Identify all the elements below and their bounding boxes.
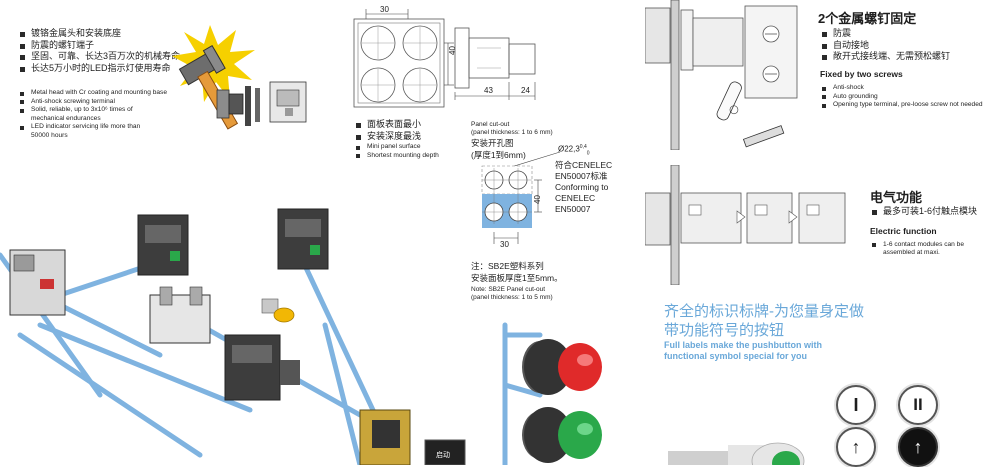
- label-tag-text: 启动: [436, 452, 450, 459]
- labels-zh-1: 齐全的标识标牌-为您量身定做: [664, 303, 864, 320]
- cutout-zh-title-2: (厚度1到6mm): [471, 150, 526, 160]
- symbol-button-i: I: [836, 385, 876, 425]
- screw-title: 2个金属螺钉固定: [818, 11, 917, 26]
- green-button-side-view: [668, 442, 805, 465]
- cutout-zh-title: 安装开孔图 (厚度1到6mm): [471, 137, 526, 161]
- cutout-zh-title-1: 安装开孔图: [471, 138, 514, 148]
- electric-title: 电气功能: [870, 190, 923, 205]
- labels-zh-2: 带功能符号的按钮: [664, 322, 785, 339]
- symbol-button-ii: II: [898, 385, 938, 425]
- cutout-diameter: Ø22,30,40: [558, 144, 590, 156]
- cutout-dim-width: 30: [500, 240, 509, 249]
- panel-cutout-drawing: [481, 151, 561, 244]
- cert-line-2: EN50007标准: [555, 171, 608, 181]
- dim-feature-zh-1: 面板表面最小: [354, 119, 484, 131]
- feature-en-2: Anti-shock screwing terminal: [18, 98, 193, 107]
- feature-zh-3: 坚固、可靠、长达3百万次的机械寿命: [18, 51, 218, 63]
- feature-en-4: LED indicator servicing life more than: [18, 123, 193, 132]
- feature-en-3: Solid, reliable, up to 3x10⁶ times of: [18, 106, 193, 115]
- electric-feature-list: 最多可装1-6付触点模块 Electric function 1-6 conta…: [870, 206, 995, 258]
- front-dimension-drawing: [353, 9, 454, 108]
- screw-fixing-drawing: [645, 0, 798, 150]
- cert-line-1: 符合CENELEC: [555, 160, 613, 170]
- electric-en-1b: assembled at maxi.: [883, 249, 940, 257]
- screw-en-1: Anti-shock: [820, 84, 995, 93]
- cutout-note-zh: 注：SB2E塑料系列 安装面板厚度1至5mm。: [471, 260, 563, 284]
- feature-zh-4: 长达5万小时的LED指示灯使用寿命: [18, 63, 218, 75]
- note-zh-1: 注：SB2E塑料系列: [471, 261, 544, 271]
- screw-zh-2: 自动接地: [820, 40, 995, 52]
- screw-en-title: Fixed by two screws: [820, 69, 903, 80]
- screw-en-2: Auto grounding: [820, 93, 995, 102]
- cutout-en-title-1: Panel cut-out: [471, 121, 510, 128]
- labels-title-en: Full labels make the pushbutton with fun…: [664, 340, 822, 362]
- dim-feature-en-1: Mini panel surface: [354, 143, 484, 152]
- cutout-diameter-value: Ø22,3: [558, 144, 580, 154]
- cutout-cert: 符合CENELEC EN50007标准 Conforming to CENELE…: [555, 160, 612, 215]
- feature-zh-2: 防震的螺钉端子: [18, 40, 218, 52]
- cert-line-4: CENELEC: [555, 193, 596, 203]
- feature-en-4b: 50000 hours: [31, 131, 68, 139]
- feature-list-zh: 镀铬金属头和安装底座 防震的螺钉端子 坚固、可靠、长达3百万次的机械寿命 长达5…: [18, 28, 218, 75]
- dim-feature-zh-2: 安装深度最浅: [354, 131, 484, 143]
- cutout-diameter-tol: 0,4: [579, 144, 587, 150]
- cutout-diameter-tol-low: 0: [586, 150, 590, 157]
- symbol-button-arrow-up-dark: ↑: [898, 427, 938, 467]
- labels-title-zh: 齐全的标识标牌-为您量身定做 带功能符号的按钮: [664, 302, 864, 340]
- note-en-1: Note: SB2E Panel cut-out: [471, 286, 546, 293]
- labels-en-2: functional symbol special for you: [664, 351, 808, 361]
- screw-en-3: Opening type terminal, pre-loose screw n…: [820, 101, 995, 110]
- labels-en-1: Full labels make the pushbutton with: [664, 340, 823, 350]
- cutout-en-title: Panel cut-out (panel thickness: 1 to 6 m…: [471, 121, 553, 137]
- feature-list-en: Metal head with Cr coating and mounting …: [18, 89, 193, 140]
- note-zh-2: 安装面板厚度1至5mm。: [471, 273, 563, 283]
- dimension-features: 面板表面最小 安装深度最浅 Mini panel surface Shortes…: [354, 119, 484, 161]
- feature-zh-1: 镀铬金属头和安装底座: [18, 28, 218, 40]
- electric-en-1: 1-6 contact modules can be: [870, 241, 995, 250]
- contact-modules-drawing: [645, 165, 846, 285]
- dim-depth-a: 43: [484, 86, 493, 95]
- screw-zh-1: 防震: [820, 28, 995, 40]
- pushbutton-exploded-image: [216, 81, 307, 126]
- dim-top-width: 30: [380, 5, 389, 14]
- cert-line-3: Conforming to: [555, 182, 609, 192]
- cutout-note-en: Note: SB2E Panel cut-out (panel thicknes…: [471, 286, 553, 302]
- dim-depth-b: 24: [521, 86, 530, 95]
- electric-zh-1: 最多可装1-6付触点模块: [870, 206, 995, 218]
- assembly-illustration: [0, 208, 602, 465]
- cutout-en-title-2: (panel thickness: 1 to 6 mm): [471, 129, 553, 136]
- side-dimension-drawing: [454, 27, 536, 100]
- screw-feature-list: 防震 自动接地 敞开式接线端、无需预松螺钉 Fixed by two screw…: [820, 28, 995, 110]
- symbol-button-arrow-up: ↑: [836, 427, 876, 467]
- feature-en-3b: mechanical endurances: [31, 114, 101, 122]
- cert-line-5: EN50007: [555, 204, 591, 214]
- feature-en-1: Metal head with Cr coating and mounting …: [18, 89, 193, 98]
- electric-en-title: Electric function: [870, 225, 937, 236]
- dim-feature-en-2: Shortest mounting depth: [354, 152, 484, 161]
- screw-zh-3: 敞开式接线端、无需预松螺钉: [820, 51, 995, 63]
- note-en-2: (panel thickness: 1 to 5 mm): [471, 294, 553, 301]
